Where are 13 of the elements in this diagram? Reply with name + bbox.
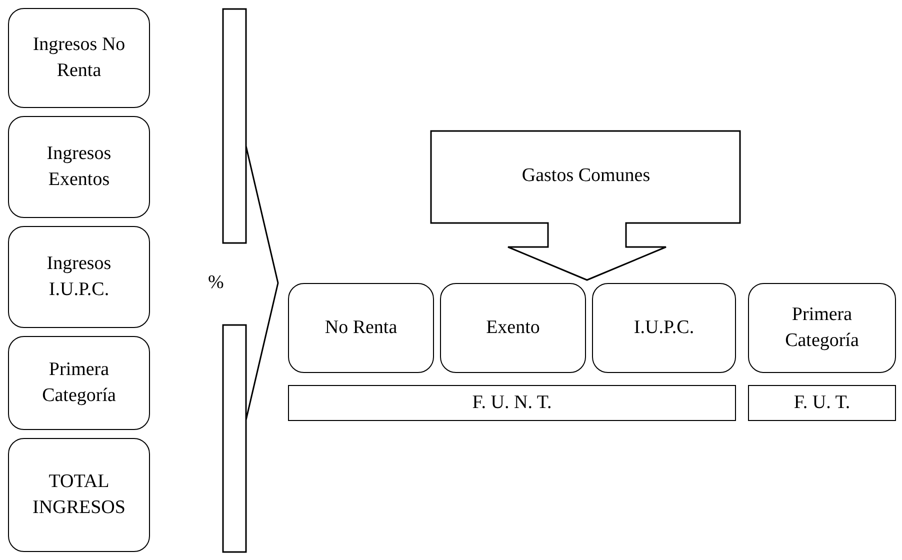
category-box: Exento	[440, 283, 586, 373]
income-box: Ingresos No Renta	[8, 8, 150, 108]
income-box: Ingresos Exentos	[8, 116, 150, 218]
callout-label: Gastos Comunes	[520, 164, 652, 188]
category-box: No Renta	[288, 283, 434, 373]
total-box: TOTAL INGRESOS	[8, 438, 150, 552]
category-box: I.U.P.C.	[592, 283, 736, 373]
fund-bar: F. U. N. T.	[288, 385, 736, 421]
category-box: Primera Categoría	[748, 283, 896, 373]
fund-bar: F. U. T.	[748, 385, 896, 421]
percent-label: %	[208, 271, 224, 295]
income-box: Ingresos I.U.P.C.	[8, 226, 150, 328]
income-box: Primera Categoría	[8, 336, 150, 430]
